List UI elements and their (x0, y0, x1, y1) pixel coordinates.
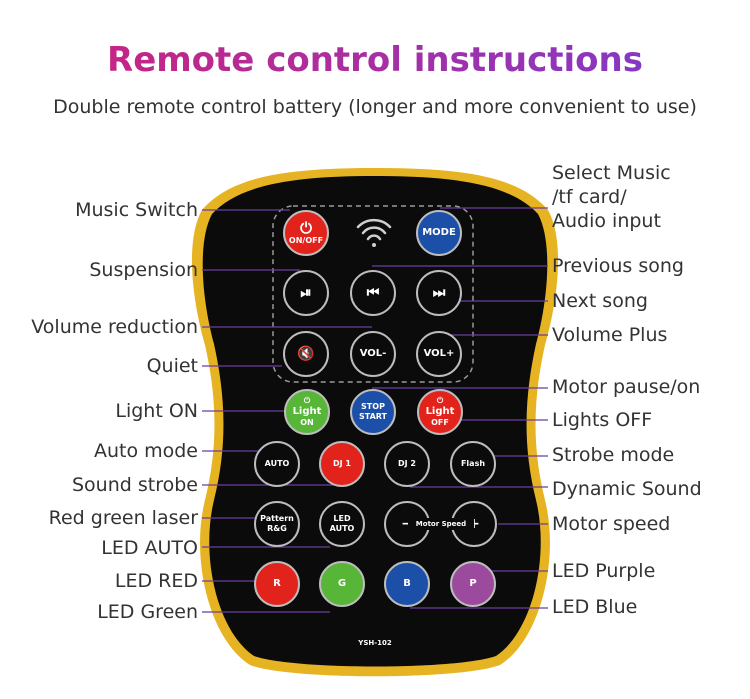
dj1-button[interactable]: DJ 1 (319, 441, 365, 487)
motor-speed-label: Motor Speed (408, 518, 474, 530)
label-led-purple: LED Purple (552, 560, 656, 582)
label-volume-plus: Volume Plus (552, 324, 668, 346)
label-next-song: Next song (552, 290, 648, 312)
label-led-green: LED Green (97, 601, 198, 623)
mute-button[interactable]: 🔇 (283, 331, 329, 377)
led-auto-button[interactable]: LED AUTO (319, 501, 365, 547)
on-off-button[interactable]: ⏻ ON/OFF (283, 210, 329, 256)
led-red-button[interactable]: R (254, 561, 300, 607)
pattern-label-1: Pattern (260, 514, 294, 523)
vol-minus-label: VOL- (359, 348, 387, 359)
previous-button[interactable]: ⏮ (350, 270, 396, 316)
vol-plus-label: VOL+ (423, 348, 455, 359)
power-icon: ⏻ (303, 396, 311, 405)
page-title: Remote control instructions (0, 38, 750, 82)
dj1-label: DJ 1 (333, 459, 351, 468)
next-icon: ⏭ (432, 285, 446, 301)
auto-button[interactable]: AUTO (254, 441, 300, 487)
label-lights-off: Lights OFF (552, 409, 653, 431)
label-suspension: Suspension (89, 259, 198, 281)
led-blue-button[interactable]: B (384, 561, 430, 607)
power-icon: ⏻ (436, 396, 444, 405)
r-label: R (273, 578, 281, 589)
label-select-music-3: Audio input (552, 210, 661, 232)
label-quiet: Quiet (146, 355, 198, 377)
stop-label: STOP (361, 402, 385, 411)
label-auto-mode: Auto mode (93, 440, 198, 462)
vol-minus-button[interactable]: VOL- (350, 331, 396, 377)
g-label: G (337, 578, 347, 589)
callout-lines (202, 207, 548, 613)
led-green-button[interactable]: G (319, 561, 365, 607)
play-pause-button[interactable]: ⏯ (283, 270, 329, 316)
light-off-button[interactable]: ⏻ Light OFF (417, 389, 463, 435)
label-led-blue: LED Blue (552, 596, 638, 618)
dj2-label: DJ 2 (398, 459, 416, 468)
pattern-rg-button[interactable]: Pattern R&G (254, 501, 300, 547)
motor-minus-label: − (401, 516, 413, 532)
power-icon: ⏻ (300, 219, 312, 237)
light-on-button[interactable]: ⏻ Light ON (284, 389, 330, 435)
led-purple-button[interactable]: P (450, 561, 496, 607)
light-off-label-1: Light (425, 406, 455, 417)
label-select-music-2: /tf card/ (552, 186, 627, 208)
label-motor-speed: Motor speed (552, 513, 671, 535)
vol-plus-button[interactable]: VOL+ (416, 331, 462, 377)
label-led-red: LED RED (114, 570, 198, 592)
pattern-label-2: R&G (267, 524, 287, 533)
mode-button[interactable]: MODE (416, 210, 462, 256)
label-previous-song: Previous song (552, 255, 684, 277)
dj2-button[interactable]: DJ 2 (384, 441, 430, 487)
next-button[interactable]: ⏭ (416, 270, 462, 316)
stop-start-button[interactable]: STOP START (350, 389, 396, 435)
signal-icon (356, 218, 392, 247)
led-auto-label-1: LED (333, 514, 351, 523)
previous-icon: ⏮ (366, 285, 380, 301)
label-led-auto: LED AUTO (101, 537, 198, 559)
flash-button[interactable]: Flash (450, 441, 496, 487)
label-select-music-1: Select Music (552, 162, 671, 184)
label-music-switch: Music Switch (75, 199, 198, 221)
start-label: START (358, 412, 388, 421)
model-number: YSH-102 (358, 639, 392, 647)
label-strobe-mode: Strobe mode (552, 444, 675, 466)
flash-label: Flash (460, 459, 486, 468)
light-on-label-1: Light (292, 406, 322, 417)
label-light-on: Light ON (115, 400, 198, 422)
led-auto-label-2: AUTO (329, 524, 355, 533)
light-on-label-2: ON (300, 418, 314, 427)
b-label: B (403, 578, 411, 589)
play-pause-icon: ⏯ (300, 285, 312, 301)
mode-label: MODE (422, 227, 456, 238)
on-off-label: ON/OFF (288, 236, 324, 245)
label-volume-reduction: Volume reduction (31, 316, 198, 338)
label-sound-strobe: Sound strobe (72, 474, 198, 496)
label-dynamic-sound: Dynamic Sound (552, 478, 702, 500)
label-motor-pause: Motor pause/on (552, 376, 701, 398)
mute-icon: 🔇 (297, 346, 315, 362)
label-red-green-laser: Red green laser (48, 507, 198, 529)
page-subtitle: Double remote control battery (longer an… (53, 96, 697, 118)
auto-label: AUTO (264, 459, 290, 468)
light-off-label-2: OFF (431, 418, 449, 427)
p-label: P (469, 578, 477, 589)
